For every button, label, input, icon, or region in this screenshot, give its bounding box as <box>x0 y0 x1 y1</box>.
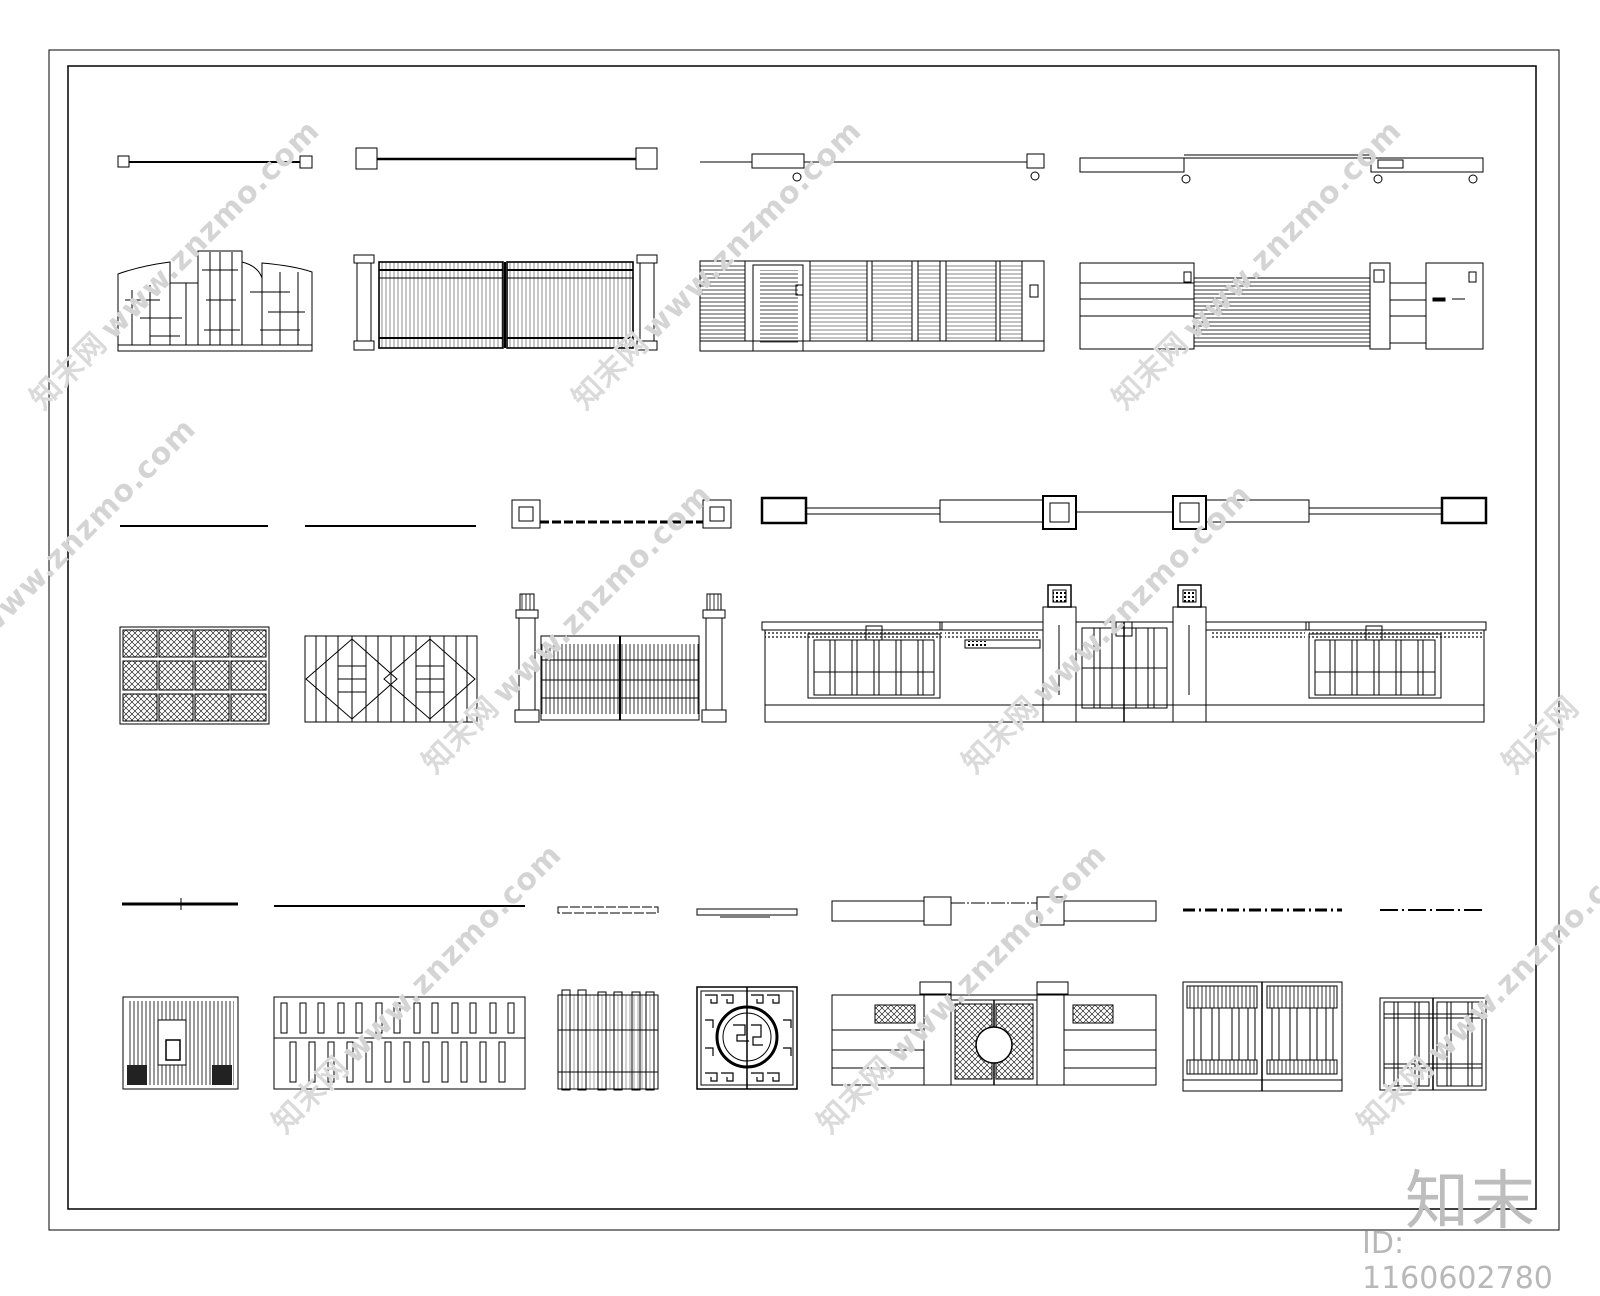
gate-elevation-11 <box>557 989 659 1091</box>
gate-elevation-4 <box>1079 262 1484 350</box>
gate-elevation-10 <box>273 996 526 1090</box>
gate-elevation-13 <box>831 981 1157 1086</box>
gate-elevation-6 <box>304 635 478 723</box>
gate-elevation-7 <box>514 593 727 723</box>
asset-id-label: ID: 1160602780 <box>1362 1226 1553 1296</box>
gate-elevation-8-wall <box>761 584 1487 723</box>
brand-logo: 知末 <box>1405 1165 1537 1239</box>
gate-elevation-14 <box>1182 981 1343 1092</box>
gate-elevation-12 <box>696 986 798 1090</box>
gate-plan-7 <box>511 499 732 529</box>
gate-plan-13 <box>831 896 1157 926</box>
gate-elevation-3 <box>699 260 1045 352</box>
gate-plan-12 <box>696 908 798 918</box>
gate-elevation-2 <box>353 254 658 351</box>
gate-plan-1 <box>117 155 313 169</box>
gate-elevation-5 <box>119 626 270 725</box>
gate-elevation-15 <box>1379 997 1487 1091</box>
gate-plan-4 <box>1079 154 1484 184</box>
inner-frame <box>67 65 1537 1210</box>
gate-plan-8 <box>760 495 1488 530</box>
gate-elevation-9 <box>122 996 239 1090</box>
gate-plan-3 <box>700 153 1045 182</box>
gate-plan-2 <box>355 147 658 170</box>
gate-plan-9 <box>122 898 238 910</box>
gate-elevation-1 <box>117 250 313 352</box>
gate-plan-11 <box>557 906 659 914</box>
outer-frame <box>48 49 1560 1231</box>
